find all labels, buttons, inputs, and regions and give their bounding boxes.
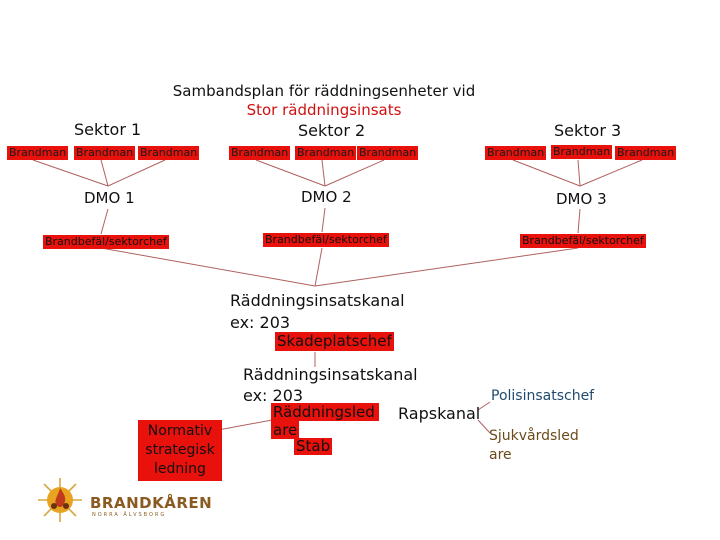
connector-s1-dmo bbox=[100, 208, 109, 235]
connector-s2-u2 bbox=[321, 159, 326, 187]
sector-1-label: Sektor 1 bbox=[74, 120, 142, 139]
channel-2-line1: Räddningsinsatskanal bbox=[243, 365, 418, 384]
sjukvardsledare-label: Sjukvårdsled are bbox=[489, 427, 599, 465]
title-line1: Sambandsplan för räddningsenheter vid bbox=[172, 82, 476, 100]
dmo-1: DMO 1 bbox=[84, 189, 135, 207]
normativ-strategisk-ledning-box: Normativ strategisk ledning bbox=[138, 420, 222, 481]
sector-3-label: Sektor 3 bbox=[554, 121, 622, 140]
channel-2-line2: ex: 203 bbox=[243, 386, 304, 405]
brandkaren-logo-text: BRANDKÅREN bbox=[90, 494, 213, 512]
dmo-3: DMO 3 bbox=[556, 190, 607, 208]
connector-officer3-channel bbox=[314, 247, 579, 287]
sector-3-unit-2: Brandman bbox=[551, 145, 613, 159]
connector-officer1-channel bbox=[100, 247, 316, 287]
connector-officer2-channel bbox=[314, 247, 323, 287]
skadeplatschef-box: Skadeplatschef bbox=[275, 332, 394, 351]
health-line2: are bbox=[489, 447, 512, 463]
sector-2-unit-2: Brandman bbox=[295, 146, 357, 160]
stab-box: Stab bbox=[294, 437, 333, 455]
health-line1: Sjukvårdsled bbox=[489, 428, 579, 444]
connector-s2-u3 bbox=[324, 159, 385, 187]
connector-rapskanal-police bbox=[477, 401, 491, 411]
sector-1-unit-1: Brandman bbox=[7, 146, 69, 160]
sector-2-unit-1: Brandman bbox=[229, 146, 291, 160]
connector-s2-u1 bbox=[255, 159, 326, 187]
raddningsledare-line2: are bbox=[271, 421, 300, 439]
officer-sector-3: Brandbefäl/sektorchef bbox=[520, 234, 646, 248]
page-title: Sambandsplan för räddningsenheter vid St… bbox=[158, 82, 490, 120]
sector-3-unit-3: Brandman bbox=[615, 146, 677, 160]
connector-normativ bbox=[217, 419, 273, 431]
rapskanal-label: Rapskanal bbox=[398, 404, 481, 423]
raddningsledare-line1: Räddningsled bbox=[271, 403, 379, 421]
brandkaren-logo: BRANDKÅREN NORRA ÄLVSBORG bbox=[34, 474, 212, 526]
normativ-line3: ledning bbox=[154, 461, 206, 477]
channel-1-line1: Räddningsinsatskanal bbox=[230, 291, 405, 310]
channel-1-line2: ex: 203 bbox=[230, 313, 291, 332]
raddningsledare-box: Räddningsled are bbox=[271, 403, 379, 439]
sector-2-label: Sektor 2 bbox=[298, 121, 366, 140]
connector-s3-u3 bbox=[579, 159, 643, 187]
officer-sector-1: Brandbefäl/sektorchef bbox=[43, 235, 169, 249]
connector-s2-dmo bbox=[321, 207, 326, 233]
officer-sector-2: Brandbefäl/sektorchef bbox=[263, 233, 389, 247]
sector-1-unit-2: Brandman bbox=[74, 146, 136, 160]
normativ-line1: Normativ bbox=[147, 423, 213, 439]
connector-rapskanal-health bbox=[477, 419, 491, 434]
sector-1-unit-3: Brandman bbox=[138, 146, 200, 160]
brandkaren-logo-icon bbox=[38, 478, 82, 522]
polisinsatschef-label: Polisinsatschef bbox=[491, 388, 595, 404]
dmo-2: DMO 2 bbox=[301, 188, 352, 206]
connector-s3-u2 bbox=[577, 159, 581, 187]
connector-s3-u1 bbox=[512, 159, 581, 187]
sector-2-unit-3: Brandman bbox=[357, 146, 419, 160]
sector-3-unit-1: Brandman bbox=[485, 146, 547, 160]
connector-s1-u3 bbox=[107, 159, 166, 187]
brandkaren-logo-subtext: NORRA ÄLVSBORG bbox=[92, 512, 167, 518]
normativ-line2: strategisk bbox=[145, 442, 215, 458]
connector-s1-u1 bbox=[32, 159, 109, 187]
connector-s3-dmo bbox=[577, 208, 581, 234]
connector-s1-u2 bbox=[100, 159, 109, 187]
title-line2: Stor räddningsinsats bbox=[246, 101, 402, 119]
